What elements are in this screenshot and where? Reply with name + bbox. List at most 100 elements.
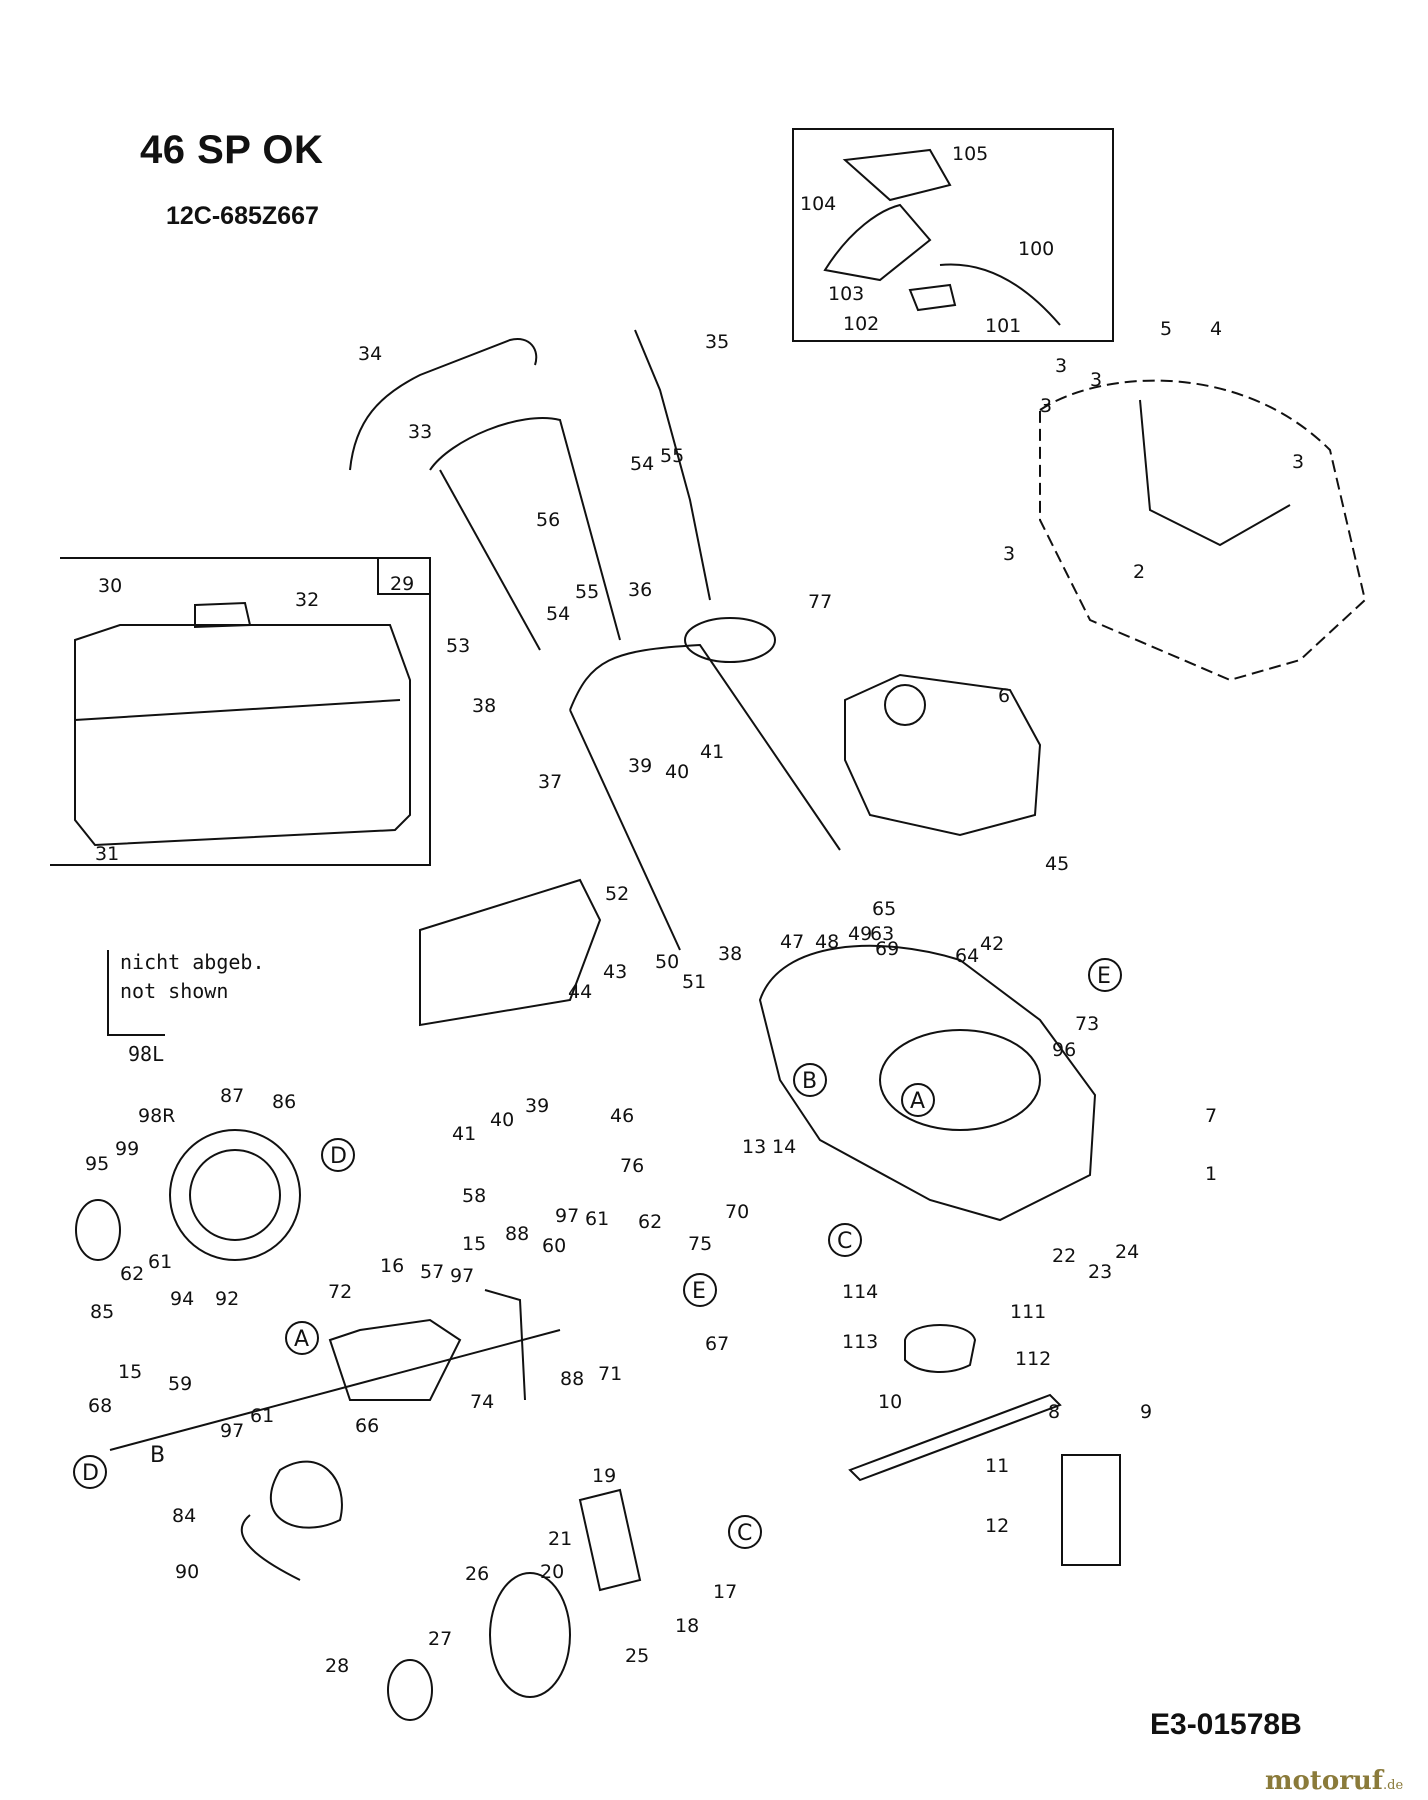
callout-24: 24 (1115, 1241, 1139, 1263)
spring-ring-77 (684, 617, 776, 663)
callout-3b: 3 (1292, 451, 1304, 473)
lower-handle-37 (569, 643, 841, 851)
callout-104: 104 (800, 193, 836, 215)
watermark-text: motoruf (1265, 1766, 1383, 1796)
callout-9: 9 (1140, 1401, 1152, 1423)
marker-a-deck-circle (901, 1083, 935, 1117)
callout-76: 76 (620, 1155, 644, 1177)
watermark-suffix: .de (1383, 1778, 1404, 1793)
callout-97b: 97 (450, 1265, 474, 1287)
note-line-english: not shown (120, 979, 229, 1003)
front-axle-bracket-19 (578, 1488, 642, 1592)
watermark-logo: motoruf.de (1265, 1766, 1403, 1796)
callout-36: 36 (628, 579, 652, 601)
callout-95: 95 (85, 1153, 109, 1175)
marker-a-circle (285, 1321, 319, 1355)
callout-17: 17 (713, 1581, 737, 1603)
callout-111: 111 (1010, 1301, 1046, 1323)
callout-16: 16 (380, 1255, 404, 1277)
callout-98r: 98R (138, 1105, 175, 1127)
callout-114: 114 (842, 1281, 878, 1303)
callout-88a: 88 (505, 1223, 529, 1245)
marker-c-front: C (737, 1521, 752, 1546)
callout-12: 12 (985, 1515, 1009, 1537)
grass-catcher-handle (194, 601, 252, 629)
callout-100: 100 (1018, 238, 1054, 260)
callout-64: 64 (955, 945, 979, 967)
mower-deck-1 (758, 944, 1097, 1222)
callout-66: 66 (355, 1415, 379, 1437)
blade-kit-box-9 (1061, 1454, 1121, 1566)
callout-57: 57 (420, 1261, 444, 1283)
callout-44: 44 (568, 981, 592, 1003)
engine-cap (884, 684, 926, 726)
callout-62a: 62 (638, 1211, 662, 1233)
marker-b: B (802, 1069, 817, 1094)
rear-flap-2 (1139, 399, 1291, 547)
callout-97c: 97 (220, 1420, 244, 1442)
callout-21: 21 (548, 1528, 572, 1550)
control-lever-part (823, 203, 932, 282)
callout-75: 75 (688, 1233, 712, 1255)
inset-box-catcher (50, 557, 431, 866)
grass-catcher-bag (74, 624, 411, 847)
marker-d: D (330, 1144, 347, 1169)
callout-20: 20 (540, 1561, 564, 1583)
callout-54a: 54 (630, 453, 654, 475)
callout-37: 37 (538, 771, 562, 793)
control-clip-part (908, 283, 957, 312)
callout-67: 67 (705, 1333, 729, 1355)
callout-39a: 39 (628, 755, 652, 777)
callout-71: 71 (598, 1363, 622, 1385)
callout-7: 7 (1205, 1105, 1217, 1127)
control-cable-part (939, 263, 1061, 326)
diagram-model-title: 46 SP OK (140, 128, 324, 172)
hubcap-85 (75, 1199, 121, 1261)
callout-46: 46 (610, 1105, 634, 1127)
callout-39b: 39 (525, 1095, 549, 1117)
callout-15a: 15 (462, 1233, 486, 1255)
marker-a: A (294, 1327, 309, 1352)
callout-23: 23 (1088, 1261, 1112, 1283)
marker-c-front-circle (728, 1515, 762, 1549)
callout-97a: 97 (555, 1205, 579, 1227)
callout-54b: 54 (546, 603, 570, 625)
note-line-german: nicht abgeb. (120, 950, 265, 974)
callout-101: 101 (985, 315, 1021, 337)
callout-29: 29 (390, 573, 414, 595)
callout-55a: 55 (660, 445, 684, 467)
callout-40b: 40 (490, 1109, 514, 1131)
callout-105: 105 (952, 143, 988, 165)
callout-43: 43 (603, 961, 627, 983)
blade-adapter-113 (904, 1324, 977, 1373)
callout-8: 8 (1048, 1401, 1060, 1423)
callout-3d: 3 (1055, 355, 1067, 377)
callout-5: 5 (1160, 318, 1172, 340)
callout-52: 52 (605, 883, 629, 905)
callout-102: 102 (843, 313, 879, 335)
callout-103: 103 (828, 283, 864, 305)
callout-49: 49 (848, 923, 872, 945)
marker-a-deck: A (910, 1089, 925, 1114)
upper-handle-34 (349, 338, 538, 471)
marker-b-axle: B (150, 1443, 165, 1468)
control-cover-part (842, 148, 952, 202)
callout-45: 45 (1045, 853, 1069, 875)
callout-11: 11 (985, 1455, 1009, 1477)
callout-2: 2 (1133, 561, 1145, 583)
callout-26: 26 (465, 1563, 489, 1585)
callout-69: 69 (875, 938, 899, 960)
rear-wheel-hub (189, 1149, 281, 1241)
callout-31: 31 (95, 843, 119, 865)
grass-catcher-seam (74, 699, 401, 721)
rear-flap-housing (1039, 379, 1367, 682)
callout-48: 48 (815, 931, 839, 953)
callout-25: 25 (625, 1645, 649, 1667)
callout-63: 63 (870, 923, 894, 945)
note-bracket (107, 950, 165, 1036)
note-item-label: 98L (128, 1042, 165, 1066)
diagram-part-number: 12C-685Z667 (166, 202, 319, 230)
front-wheel-26 (489, 1572, 571, 1698)
marker-d-axle: D (82, 1461, 99, 1486)
